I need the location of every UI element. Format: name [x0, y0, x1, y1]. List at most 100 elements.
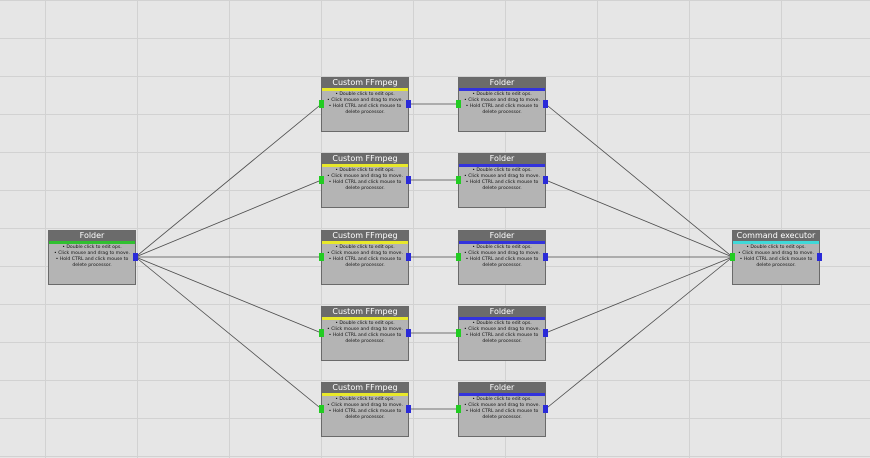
- help-line: • Double click to edit ops.: [472, 321, 532, 326]
- help-line: • Double click to edit ops.: [335, 321, 395, 326]
- help-line: • Hold CTRL and click mouse to: [328, 180, 402, 185]
- output-port[interactable]: [817, 253, 822, 261]
- help-line: delete processor.: [345, 263, 385, 268]
- output-port[interactable]: [406, 176, 411, 184]
- node-help-text: • Double click to edit ops. • Click mous…: [322, 167, 408, 192]
- help-line: delete processor.: [482, 263, 522, 268]
- output-port[interactable]: [406, 405, 411, 413]
- input-port[interactable]: [319, 405, 324, 413]
- node-help-text: • Double click to edit ops. • Click mous…: [459, 91, 545, 116]
- help-line: • Click mouse and drag to move.: [738, 251, 814, 256]
- connection-wire: [545, 103, 733, 258]
- processor-node-ffmpeg[interactable]: Custom FFmpeg • Double click to edit ops…: [319, 382, 411, 437]
- help-line: • Double click to edit ops.: [472, 397, 532, 402]
- node-help-text: • Double click to edit ops. • Click mous…: [322, 396, 408, 421]
- processor-node-source-folder[interactable]: Folder • Double click to edit ops. • Cli…: [48, 230, 138, 285]
- node-help-text: • Double click to edit ops. • Click mous…: [459, 167, 545, 192]
- node-help-text: • Double click to edit ops. • Click mous…: [322, 320, 408, 345]
- node-accent-bar: [459, 164, 545, 167]
- help-line: • Hold CTRL and click mouse to: [328, 257, 402, 262]
- output-port[interactable]: [543, 253, 548, 261]
- node-accent-bar: [322, 317, 408, 320]
- help-line: delete processor.: [482, 110, 522, 115]
- processor-node-ffmpeg[interactable]: Custom FFmpeg • Double click to edit ops…: [319, 306, 411, 361]
- help-line: delete processor.: [345, 415, 385, 420]
- help-line: delete processor.: [756, 263, 796, 268]
- help-line: • Double click to edit ops.: [62, 245, 122, 250]
- node-accent-bar: [322, 393, 408, 396]
- input-port[interactable]: [456, 100, 461, 108]
- help-line: • Hold CTRL and click mouse to: [55, 257, 129, 262]
- processor-node-ffmpeg[interactable]: Custom FFmpeg • Double click to edit ops…: [319, 230, 411, 285]
- output-port[interactable]: [406, 100, 411, 108]
- node-accent-bar: [322, 241, 408, 244]
- output-port[interactable]: [543, 100, 548, 108]
- processor-node-folder[interactable]: Folder • Double click to edit ops. • Cli…: [456, 306, 548, 361]
- input-port[interactable]: [319, 253, 324, 261]
- processor-node-folder[interactable]: Folder • Double click to edit ops. • Cli…: [456, 230, 548, 285]
- input-port[interactable]: [456, 253, 461, 261]
- input-port[interactable]: [456, 329, 461, 337]
- node-help-text: • Double click to edit ops. • Click mous…: [733, 244, 819, 269]
- processor-node-command-executor[interactable]: Command executor • Double click to edit …: [730, 230, 822, 285]
- processor-node-folder[interactable]: Folder • Double click to edit ops. • Cli…: [456, 382, 548, 437]
- input-port[interactable]: [319, 176, 324, 184]
- node-accent-bar: [322, 88, 408, 91]
- output-port[interactable]: [543, 176, 548, 184]
- help-line: • Click mouse and drag to move.: [54, 251, 130, 256]
- connection-wire: [135, 256, 322, 410]
- help-line: • Hold CTRL and click mouse to: [739, 257, 813, 262]
- help-line: • Hold CTRL and click mouse to: [465, 104, 539, 109]
- help-line: • Click mouse and drag to move.: [464, 403, 540, 408]
- help-line: • Click mouse and drag to move.: [327, 403, 403, 408]
- node-title: Folder: [459, 78, 545, 88]
- output-port[interactable]: [406, 253, 411, 261]
- processor-node-ffmpeg[interactable]: Custom FFmpeg • Double click to edit ops…: [319, 153, 411, 208]
- help-line: • Hold CTRL and click mouse to: [465, 333, 539, 338]
- node-help-text: • Double click to edit ops. • Click mous…: [322, 244, 408, 269]
- help-line: delete processor.: [482, 186, 522, 191]
- output-port[interactable]: [543, 405, 548, 413]
- connection-wire: [545, 179, 733, 258]
- node-title: Command executor: [733, 231, 819, 241]
- help-line: • Click mouse and drag to move.: [464, 98, 540, 103]
- output-port[interactable]: [133, 253, 138, 261]
- connection-wire: [135, 256, 322, 334]
- input-port[interactable]: [456, 405, 461, 413]
- input-port[interactable]: [319, 329, 324, 337]
- help-line: • Hold CTRL and click mouse to: [328, 333, 402, 338]
- help-line: delete processor.: [345, 110, 385, 115]
- help-line: • Hold CTRL and click mouse to: [465, 409, 539, 414]
- processor-node-ffmpeg[interactable]: Custom FFmpeg • Double click to edit ops…: [319, 77, 411, 132]
- processor-node-folder[interactable]: Folder • Double click to edit ops. • Cli…: [456, 77, 548, 132]
- output-port[interactable]: [406, 329, 411, 337]
- node-accent-bar: [459, 88, 545, 91]
- output-port[interactable]: [543, 329, 548, 337]
- help-line: • Hold CTRL and click mouse to: [328, 104, 402, 109]
- help-line: • Hold CTRL and click mouse to: [465, 257, 539, 262]
- node-help-text: • Double click to edit ops. • Click mous…: [459, 396, 545, 421]
- input-port[interactable]: [730, 253, 735, 261]
- processor-node-folder[interactable]: Folder • Double click to edit ops. • Cli…: [456, 153, 548, 208]
- help-line: • Double click to edit ops.: [335, 245, 395, 250]
- connection-wire: [135, 179, 322, 258]
- node-title: Folder: [459, 307, 545, 317]
- help-line: delete processor.: [72, 263, 112, 268]
- help-line: • Hold CTRL and click mouse to: [328, 409, 402, 414]
- node-title: Custom FFmpeg: [322, 78, 408, 88]
- node-help-text: • Double click to edit ops. • Click mous…: [459, 244, 545, 269]
- node-help-text: • Double click to edit ops. • Click mous…: [322, 91, 408, 116]
- help-line: delete processor.: [345, 339, 385, 344]
- node-title: Folder: [459, 154, 545, 164]
- help-line: delete processor.: [345, 186, 385, 191]
- input-port[interactable]: [456, 176, 461, 184]
- help-line: • Double click to edit ops.: [472, 245, 532, 250]
- help-line: • Click mouse and drag to move.: [464, 174, 540, 179]
- help-line: • Click mouse and drag to move.: [327, 327, 403, 332]
- help-line: • Click mouse and drag to move.: [327, 98, 403, 103]
- help-line: • Click mouse and drag to move.: [464, 251, 540, 256]
- input-port[interactable]: [319, 100, 324, 108]
- help-line: • Click mouse and drag to move.: [327, 251, 403, 256]
